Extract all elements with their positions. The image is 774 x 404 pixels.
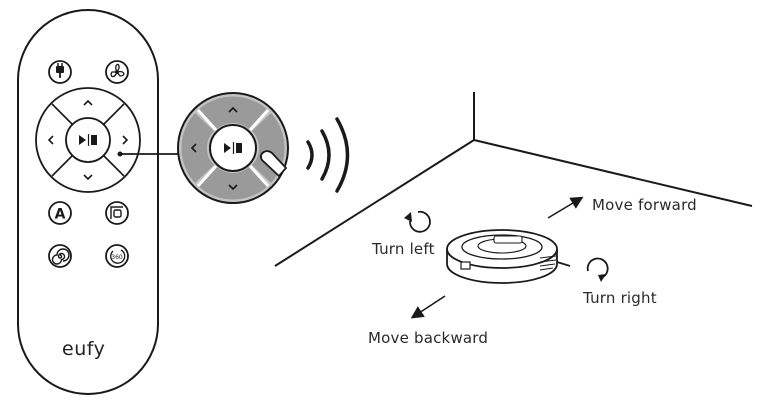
turn-right-label: Turn right bbox=[583, 289, 657, 307]
room-corner-lines bbox=[274, 92, 753, 267]
turn-right-icon bbox=[586, 257, 609, 282]
chevron-right-icon bbox=[122, 135, 129, 145]
turn-left-icon bbox=[404, 210, 431, 233]
spiral-icon bbox=[51, 248, 70, 265]
zoom-chevron-down-icon bbox=[228, 184, 238, 191]
edge-clean-icon bbox=[110, 206, 123, 219]
edge-clean-button[interactable] bbox=[105, 201, 129, 225]
chevron-down-icon bbox=[83, 174, 93, 181]
finger-pointer-icon bbox=[260, 150, 288, 178]
move-forward-arrow bbox=[547, 196, 584, 219]
remote-dpad bbox=[35, 87, 141, 193]
move-backward-arrow bbox=[410, 295, 446, 319]
rotate-360-icon: 360 bbox=[110, 249, 126, 264]
signal-waves-icon bbox=[306, 117, 350, 193]
right-button[interactable] bbox=[122, 135, 129, 145]
left-button[interactable] bbox=[47, 135, 54, 145]
letter-a-icon: A bbox=[55, 207, 66, 223]
zoom-play-pause-icon bbox=[224, 142, 242, 154]
fan-icon bbox=[110, 63, 125, 78]
up-button[interactable] bbox=[83, 99, 93, 106]
chevron-left-icon bbox=[47, 135, 54, 145]
power-button[interactable] bbox=[48, 60, 72, 84]
360-clean-button[interactable]: 360 bbox=[105, 244, 129, 268]
brand-logo-text: eufy bbox=[62, 338, 106, 360]
down-button[interactable] bbox=[83, 174, 93, 181]
power-plug-icon bbox=[56, 63, 64, 78]
turn-left-label: Turn left bbox=[372, 240, 435, 258]
zoom-chevron-left-icon bbox=[190, 143, 197, 153]
robot-vacuum bbox=[446, 229, 571, 284]
zoomed-dpad bbox=[177, 92, 289, 204]
play-pause-icon bbox=[79, 134, 97, 146]
zoom-chevron-up-icon bbox=[228, 106, 238, 113]
play-pause-button[interactable] bbox=[79, 134, 97, 146]
move-backward-label: Move backward bbox=[368, 329, 489, 347]
chevron-up-icon bbox=[83, 99, 93, 106]
svg-text:360: 360 bbox=[111, 254, 123, 261]
suction-button[interactable] bbox=[105, 60, 129, 84]
remote-body bbox=[17, 9, 159, 395]
auto-clean-button[interactable]: A bbox=[48, 201, 72, 225]
move-forward-label: Move forward bbox=[592, 196, 697, 214]
spot-clean-button[interactable] bbox=[48, 244, 72, 268]
remote-control: A 360 bbox=[17, 9, 159, 395]
vacuum-side-vents bbox=[539, 255, 557, 271]
